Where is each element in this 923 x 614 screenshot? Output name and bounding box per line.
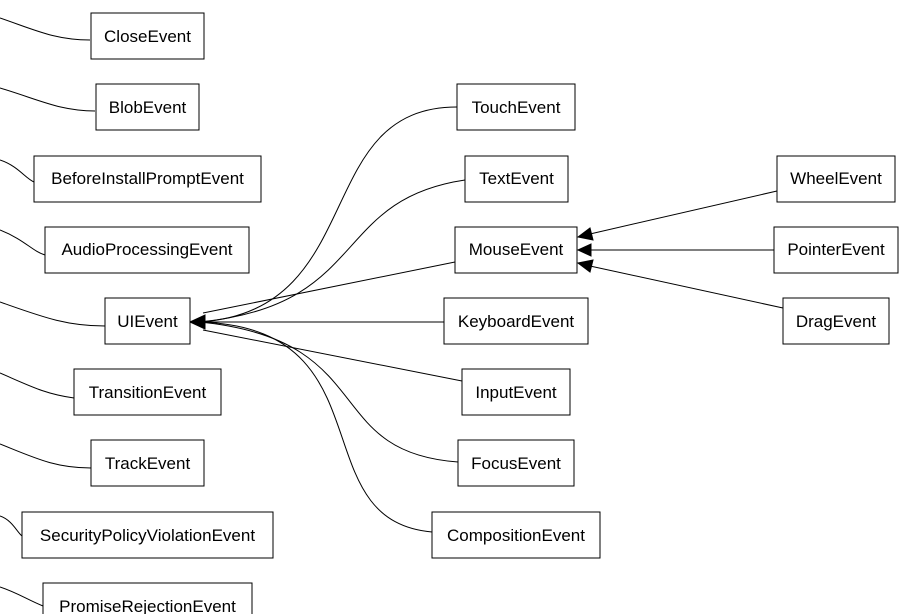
node-mouse-event: MouseEvent — [454, 226, 578, 274]
ui-event-edges — [188, 106, 466, 533]
node-drag-event: DragEvent — [782, 297, 890, 345]
node-label: KeyboardEvent — [458, 312, 575, 331]
node-track-event: TrackEvent — [90, 439, 205, 487]
node-transition-event: TransitionEvent — [73, 368, 222, 416]
node-wheel-event: WheelEvent — [776, 155, 896, 203]
node-composition-event: CompositionEvent — [431, 511, 601, 559]
node-blob-event: BlobEvent — [95, 83, 200, 131]
node-security-policy-violation-event: SecurityPolicyViolationEvent — [21, 511, 274, 559]
node-label: AudioProcessingEvent — [61, 240, 232, 259]
edge-text-to-ui — [199, 179, 466, 323]
edge-mouse-to-ui — [202, 261, 456, 314]
node-label: UIEvent — [117, 312, 178, 331]
arrowhead-ui-event — [188, 314, 206, 330]
node-promise-rejection-event: PromiseRejectionEvent — [42, 582, 253, 614]
node-pointer-event: PointerEvent — [773, 226, 899, 274]
node-label: PointerEvent — [787, 240, 885, 259]
node-label: TouchEvent — [472, 98, 561, 117]
node-ui-event: UIEvent — [104, 297, 191, 345]
edge-input-to-ui — [202, 329, 463, 382]
node-label: TextEvent — [479, 169, 554, 188]
edge-to-security-policy-violation-event — [0, 515, 23, 537]
edge-to-audio-processing-event — [0, 229, 46, 256]
edge-to-track-event — [0, 443, 92, 469]
arrowhead-wheel-mouse — [576, 227, 594, 241]
node-close-event: CloseEvent — [90, 12, 205, 60]
node-input-event: InputEvent — [461, 368, 571, 416]
node-label: CompositionEvent — [447, 526, 585, 545]
node-before-install-prompt-event: BeforeInstallPromptEvent — [33, 155, 262, 203]
arrowhead-drag-mouse — [576, 259, 594, 273]
node-label: MouseEvent — [469, 240, 564, 259]
edge-drag-to-mouse — [589, 265, 784, 309]
node-label: InputEvent — [475, 383, 557, 402]
node-label: BlobEvent — [109, 98, 187, 117]
edge-to-before-install-prompt-event — [0, 159, 35, 183]
node-touch-event: TouchEvent — [456, 83, 576, 131]
arrowhead-pointer-mouse — [576, 243, 592, 257]
mouse-event-edges — [576, 190, 784, 309]
node-label: WheelEvent — [790, 169, 882, 188]
edge-composition-to-ui — [199, 321, 433, 533]
node-label: DragEvent — [796, 312, 877, 331]
edge-to-close-event — [0, 17, 91, 41]
edge-touch-to-ui — [199, 106, 458, 323]
node-label: FocusEvent — [471, 454, 561, 473]
edge-to-promise-rejection-event — [0, 586, 44, 607]
node-keyboard-event: KeyboardEvent — [443, 297, 589, 345]
node-label: PromiseRejectionEvent — [59, 597, 236, 614]
edge-to-transition-event — [0, 372, 75, 399]
edge-focus-to-ui — [199, 321, 459, 463]
edge-to-ui-event — [0, 301, 106, 327]
node-label: TransitionEvent — [89, 383, 207, 402]
node-label: TrackEvent — [105, 454, 191, 473]
edge-wheel-to-mouse — [589, 190, 778, 235]
node-focus-event: FocusEvent — [457, 439, 575, 487]
node-label: CloseEvent — [104, 27, 191, 46]
node-audio-processing-event: AudioProcessingEvent — [44, 226, 250, 274]
node-label: SecurityPolicyViolationEvent — [40, 526, 255, 545]
node-label: BeforeInstallPromptEvent — [51, 169, 244, 188]
edge-to-blob-event — [0, 87, 96, 112]
node-text-event: TextEvent — [464, 155, 569, 203]
parent-edges — [0, 17, 106, 607]
